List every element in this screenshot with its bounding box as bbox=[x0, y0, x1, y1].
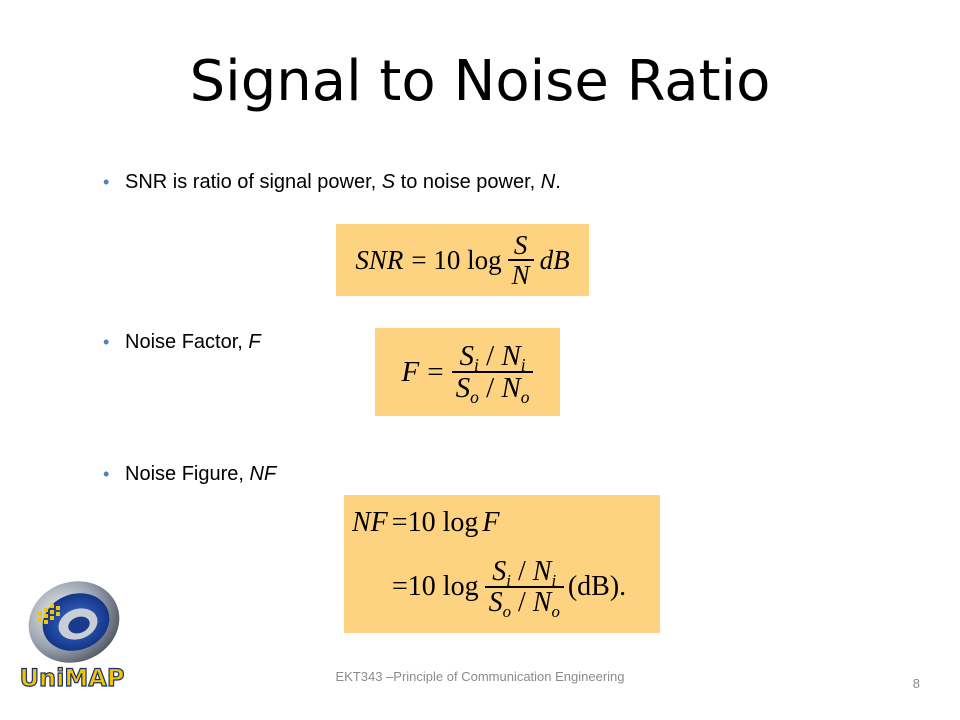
fraction-s-over-n: S N bbox=[507, 230, 534, 289]
equation-noise-figure: NF =10 log F =10 log Si / Ni So / No (dB… bbox=[344, 495, 660, 633]
bullet-dot: • bbox=[103, 332, 110, 352]
logo-text: UniMAP bbox=[20, 664, 125, 692]
slide-title: Signal to Noise Ratio bbox=[189, 49, 771, 114]
bullet-snr: •SNR is ratio of signal power, S to nois… bbox=[103, 168, 561, 196]
bullet-dot: • bbox=[103, 464, 110, 484]
fraction-factor: Si / Ni So / No bbox=[451, 340, 534, 406]
unimap-logo: UniMAP bbox=[16, 578, 128, 696]
bullet-noise-figure: •Noise Figure, NF bbox=[103, 460, 276, 488]
equation-line-2: =10 log Si / Ni So / No (dB). bbox=[392, 555, 627, 621]
equation-snr: SNR = 10 log S N dB bbox=[336, 224, 589, 296]
bullet-dot: • bbox=[103, 172, 110, 192]
page-number: 8 bbox=[912, 676, 920, 691]
unimap-logo-icon: UniMAP bbox=[19, 581, 125, 693]
equation-noise-factor: F = Si / Ni So / No bbox=[375, 328, 560, 416]
fraction-figure: Si / Ni So / No bbox=[484, 556, 564, 620]
slide-footer: EKT343 –Principle of Communication Engin… bbox=[335, 669, 625, 684]
bullet-noise-factor: •Noise Factor, F bbox=[103, 328, 261, 356]
equation-line-1: NF =10 log F bbox=[352, 507, 500, 538]
